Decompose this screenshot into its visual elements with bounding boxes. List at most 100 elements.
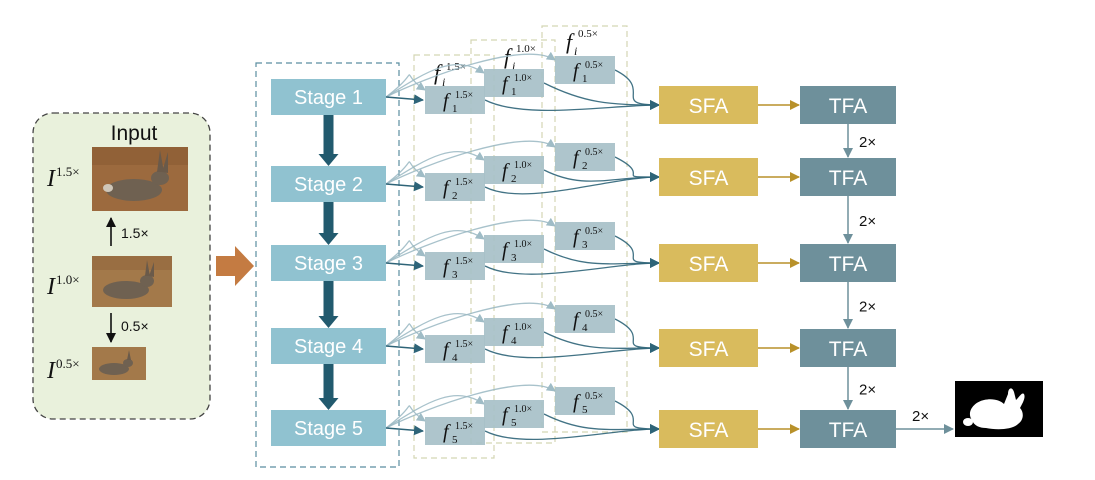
svg-text:2: 2: [582, 160, 588, 172]
tfa-block-1: TFA: [800, 86, 896, 124]
svg-text:f: f: [443, 339, 451, 361]
svg-text:0.5×: 0.5×: [585, 60, 603, 71]
sfa-block-3: SFA: [659, 244, 758, 282]
input-title: Input: [111, 122, 158, 145]
svg-text:SFA: SFA: [689, 253, 729, 276]
svg-text:TFA: TFA: [829, 167, 868, 190]
svg-text:3: 3: [452, 269, 458, 281]
svg-text:1.5×: 1.5×: [56, 164, 80, 179]
svg-text:1.5×: 1.5×: [455, 339, 473, 350]
tfa-block-3: TFA: [800, 244, 896, 282]
svg-text:0.5×: 0.5×: [585, 309, 603, 320]
input-to-encoder-arrow: [216, 246, 254, 286]
svg-text:0.5×: 0.5×: [578, 28, 598, 40]
input-panel: Input I 1.5× 1.5×: [32, 112, 211, 420]
stage-label: Stage 4: [294, 336, 363, 358]
svg-text:f: f: [443, 177, 451, 199]
svg-text:4: 4: [511, 335, 517, 347]
stage-4: Stage 4: [271, 328, 386, 364]
tfa-block-5: TFA: [800, 410, 896, 448]
svg-text:1.0×: 1.0×: [514, 239, 532, 250]
input-image-1.5x: [92, 147, 188, 211]
upsample-arrow-4: 2×: [843, 367, 876, 410]
svg-text:1.0×: 1.0×: [514, 322, 532, 333]
svg-text:TFA: TFA: [829, 419, 868, 442]
feature-header-0.5x: f i 0.5×: [566, 28, 598, 58]
input-symbol-1.0x: I 1.0×: [46, 272, 80, 300]
sfa-block-5: SFA: [659, 410, 758, 448]
upsample-arrow-1: 2×: [843, 124, 876, 158]
svg-text:1.0×: 1.0×: [514, 404, 532, 415]
upsample-label: 2×: [859, 299, 876, 316]
svg-text:f: f: [573, 226, 581, 248]
stage-3-connectors: [385, 217, 660, 275]
svg-text:SFA: SFA: [689, 95, 729, 118]
svg-text:2: 2: [511, 173, 517, 185]
output-mask: [955, 381, 1043, 437]
upsample-label: 2×: [859, 134, 876, 151]
stage-arrow: [318, 202, 339, 245]
svg-text:f: f: [443, 90, 451, 112]
svg-text:I: I: [46, 358, 56, 384]
svg-text:I: I: [46, 166, 56, 192]
svg-text:1: 1: [511, 86, 517, 98]
stage-3: Stage 3: [271, 245, 386, 281]
svg-text:1: 1: [582, 73, 588, 85]
svg-text:i: i: [574, 44, 577, 58]
svg-text:f: f: [502, 239, 510, 261]
tfa-block-2: TFA: [800, 158, 896, 196]
upsample-label: 2×: [859, 382, 876, 399]
svg-text:f: f: [502, 322, 510, 344]
input-image-0.5x: [92, 347, 146, 380]
feature-header-1.0x: f i 1.0×: [504, 43, 536, 73]
svg-text:TFA: TFA: [829, 338, 868, 361]
svg-text:3: 3: [582, 239, 588, 251]
input-symbol-0.5x: I 0.5×: [46, 356, 80, 384]
svg-text:2: 2: [452, 190, 458, 202]
svg-text:1.5×: 1.5×: [455, 177, 473, 188]
svg-text:0.5×: 0.5×: [585, 226, 603, 237]
svg-text:SFA: SFA: [689, 338, 729, 361]
svg-text:f: f: [502, 404, 510, 426]
svg-text:f: f: [573, 391, 581, 413]
final-upsample-arrow: 2×: [896, 408, 954, 434]
stage-2: Stage 2: [271, 166, 386, 202]
svg-text:f: f: [573, 147, 581, 169]
stage-5-connectors: [385, 382, 660, 440]
svg-text:f: f: [443, 256, 451, 278]
svg-text:f: f: [443, 421, 451, 443]
svg-text:0.5×: 0.5×: [585, 391, 603, 402]
upsample-label: 2×: [912, 408, 929, 425]
svg-text:f: f: [434, 60, 443, 85]
sfa-block-2: SFA: [659, 158, 758, 196]
sfa-block-1: SFA: [659, 86, 758, 124]
stage-arrow: [318, 364, 339, 410]
input-symbol-1.5x: I 1.5×: [46, 164, 80, 192]
svg-text:3: 3: [511, 252, 517, 264]
svg-text:4: 4: [452, 352, 458, 364]
svg-text:5: 5: [582, 404, 588, 416]
upscale-arrow: 1.5×: [106, 217, 149, 246]
svg-text:SFA: SFA: [689, 167, 729, 190]
tfa-block-4: TFA: [800, 329, 896, 367]
encoder-box: [255, 62, 400, 468]
svg-text:1.5×: 1.5×: [455, 256, 473, 267]
feature-column-0.5x: [541, 25, 628, 433]
stage-arrow: [318, 115, 339, 166]
stage-label: Stage 1: [294, 87, 363, 109]
upscale-label: 1.5×: [121, 225, 149, 241]
svg-text:5: 5: [511, 417, 517, 429]
upsample-arrow-2: 2×: [843, 196, 876, 244]
svg-text:0.5×: 0.5×: [56, 356, 80, 371]
